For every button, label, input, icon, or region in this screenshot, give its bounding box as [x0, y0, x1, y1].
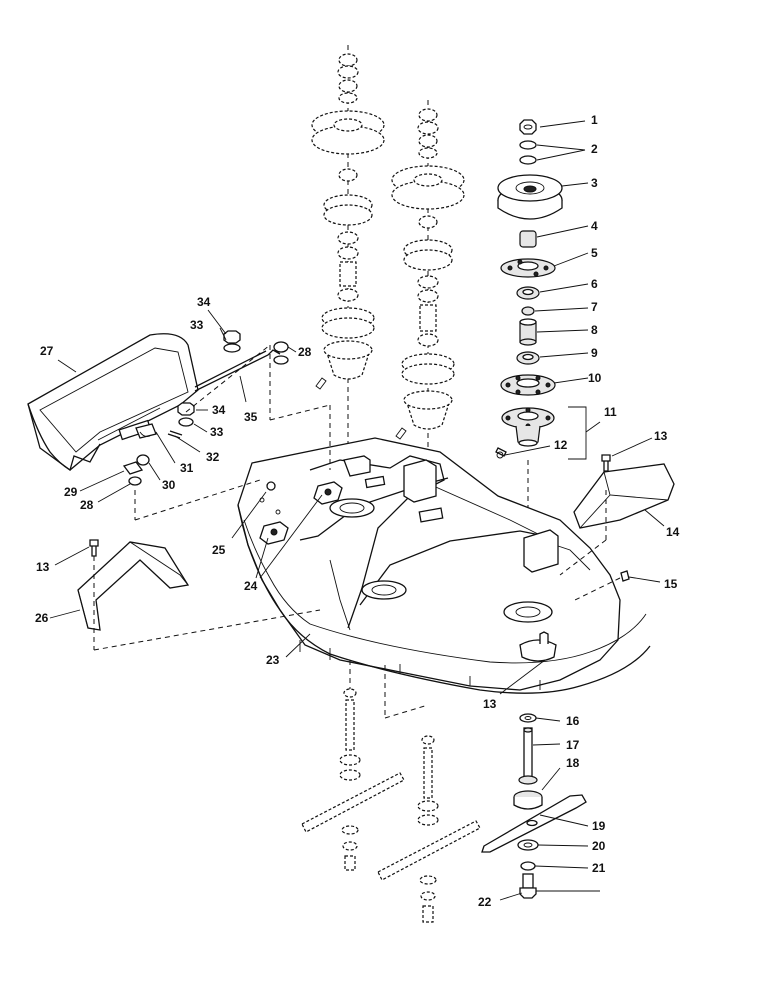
part-32-spring: [167, 430, 183, 439]
part-33-washer-lower: [178, 417, 194, 427]
label-15: 15: [664, 577, 678, 591]
label-34-lower: 34: [212, 403, 226, 417]
right-blade-assembly: [481, 713, 587, 899]
label-33-lower: 33: [210, 425, 224, 439]
part-7-spacer-ring: [521, 306, 535, 316]
label-22: 22: [478, 895, 492, 909]
part-16-washer: [519, 713, 537, 723]
label-35: 35: [244, 410, 258, 424]
label-5: 5: [591, 246, 598, 260]
label-4: 4: [591, 219, 598, 233]
left-spindle-assembly: [311, 45, 385, 500]
part-3-pulley: [497, 174, 563, 220]
label-6: 6: [591, 277, 598, 291]
label-13-left: 13: [36, 560, 50, 574]
label-33-upper: 33: [190, 318, 204, 332]
label-31: 31: [180, 461, 194, 475]
part-31-pivot-bracket: [135, 423, 157, 439]
label-12: 12: [554, 438, 568, 452]
label-28-upper: 28: [298, 345, 312, 359]
label-9: 9: [591, 346, 598, 360]
label-32: 32: [206, 450, 220, 464]
middle-spindle-assembly: [391, 100, 465, 470]
part-27-discharge-chute: [27, 333, 199, 471]
part-21-lockwasher: [520, 861, 536, 871]
label-20: 20: [592, 839, 606, 853]
label-11: 11: [604, 405, 617, 419]
part-34-nut-lower: [177, 402, 195, 416]
label-26: 26: [35, 611, 49, 625]
label-1: 1: [591, 113, 598, 127]
label-27: 27: [40, 344, 54, 358]
middle-blade-assembly: [377, 665, 481, 923]
label-13-top-right: 13: [654, 429, 668, 443]
label-23: 23: [266, 653, 280, 667]
part-13-bolt-right: [601, 454, 611, 472]
part-22-blade-bolt: [519, 873, 537, 899]
part-15-clip: [620, 570, 630, 582]
part-26-cover: [77, 539, 321, 651]
part-11-spindle-housing: [501, 407, 555, 447]
label-13-bottom: 13: [483, 697, 497, 711]
part-2-washer-lower: [519, 155, 537, 165]
label-28-lower: 28: [80, 498, 94, 512]
part-28-washer-lower: [128, 476, 142, 486]
label-7: 7: [591, 300, 598, 314]
label-34-upper: 34: [197, 295, 211, 309]
label-8: 8: [591, 323, 598, 337]
part-4-bushing: [519, 230, 537, 248]
part-20-washer: [517, 839, 539, 851]
part-23-mower-deck: [237, 437, 651, 694]
part-10-housing-flange: [500, 374, 556, 396]
part-33-washer-upper: [223, 343, 241, 353]
part-2-washer-upper: [519, 140, 537, 150]
label-14: 14: [666, 525, 680, 539]
part-34-nut-upper: [223, 330, 241, 344]
callout-leaders: [49, 120, 665, 901]
part-28-washer-upper: [273, 341, 289, 353]
label-30: 30: [162, 478, 176, 492]
label-21: 21: [592, 861, 606, 875]
part-14-cover: [559, 454, 675, 576]
left-blade-assembly: [301, 660, 405, 871]
part-35-rod: [194, 349, 281, 392]
label-16: 16: [566, 714, 580, 728]
label-18: 18: [566, 756, 580, 770]
part-17-spindle-shaft: [518, 727, 538, 785]
label-25: 25: [212, 543, 226, 557]
callout-labels: 1 2 3 4 5 6 7 8 9 10 11 12 13 14 15 13 1…: [35, 113, 680, 909]
label-19: 19: [592, 819, 606, 833]
part-13-bolt-left: [89, 539, 99, 557]
label-29: 29: [64, 485, 78, 499]
label-17: 17: [566, 738, 580, 752]
part-1-nut: [519, 119, 537, 135]
label-24: 24: [244, 579, 258, 593]
label-10: 10: [588, 371, 602, 385]
part-5-flange: [500, 258, 556, 278]
chute-hardware: [122, 330, 331, 521]
part-18-blade-adapter: [513, 790, 543, 810]
label-2: 2: [591, 142, 598, 156]
part-30-washer: [136, 454, 150, 466]
part-8-sleeve: [519, 318, 537, 346]
part-29-plate: [122, 461, 144, 475]
label-3: 3: [591, 176, 598, 190]
